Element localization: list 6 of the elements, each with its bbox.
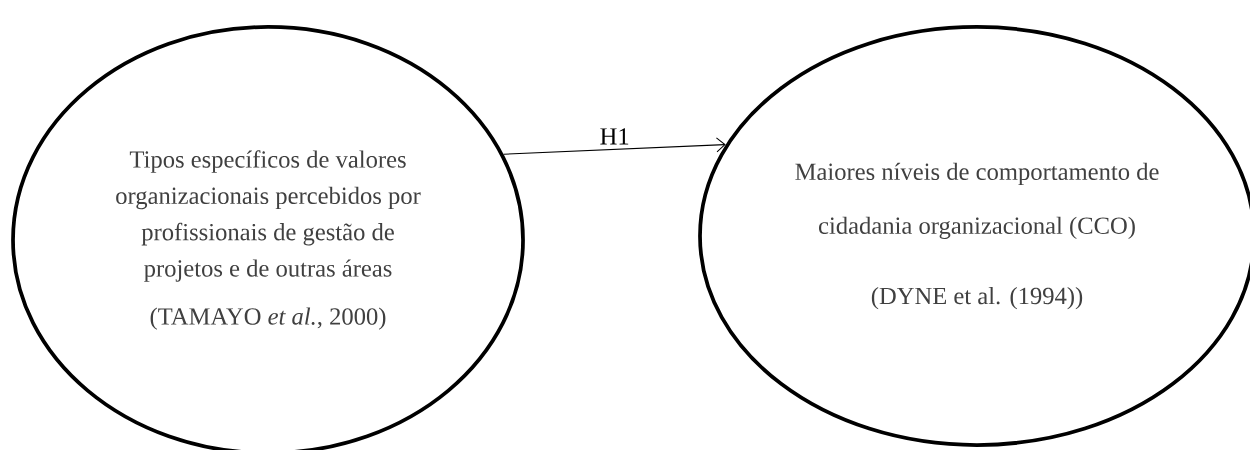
citation-text: (DYNE et al. (1994)) (871, 286, 1083, 310)
hypothesis-text: Maiores níveis de comportamento de cidadania organizacional (CCO) (795, 162, 1159, 240)
arrow (503, 137, 726, 155)
citation-text: (TAMAYO et al., 2000) (150, 307, 386, 330)
hypothesis-text: Tipos específicos de valores organizacionais percebidos por profissionais de gestão de projetos e de outras áreas (116, 150, 421, 282)
edge-label: H1 (600, 128, 629, 145)
